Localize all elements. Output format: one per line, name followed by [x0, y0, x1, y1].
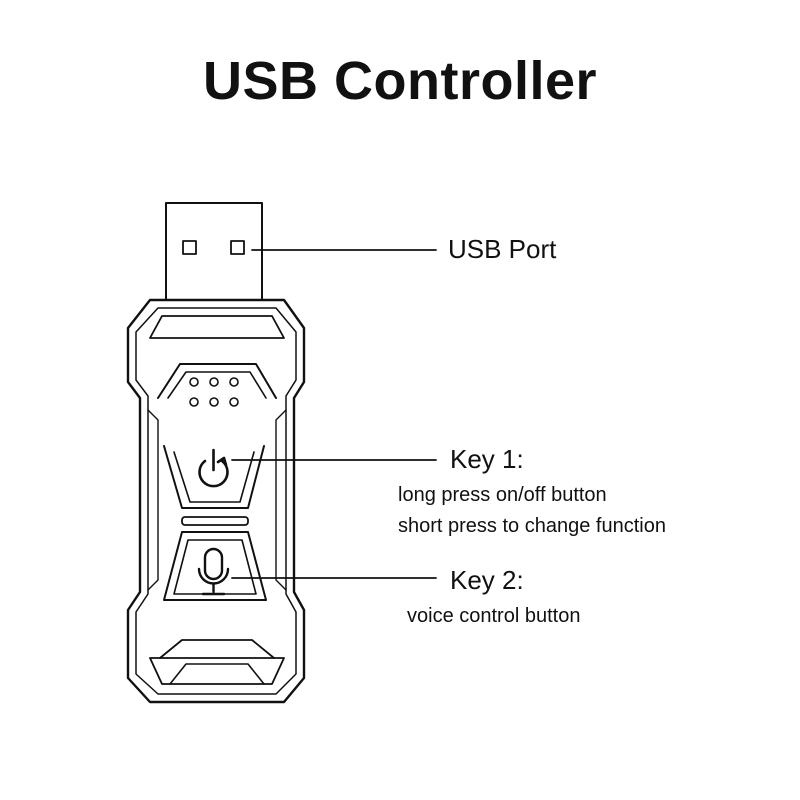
key2-button[interactable] [163, 531, 267, 601]
key1-description-line2: short press to change function [398, 515, 666, 537]
key-divider [181, 516, 249, 526]
page-title: USB Controller [202, 51, 598, 111]
microphone-icon [197, 547, 230, 596]
key1-button[interactable] [163, 445, 265, 509]
key2-description-line1: voice control button [407, 605, 581, 627]
key1-description-line1: long press on/off button [398, 484, 607, 506]
indicator-dots [189, 377, 239, 407]
usb-connector [165, 202, 263, 301]
power-cycle-icon [198, 448, 229, 488]
controller-body [126, 298, 306, 704]
key1-label: Key 1: [450, 444, 524, 474]
usb-port-label: USB Port [448, 234, 557, 264]
key2-label: Key 2: [450, 565, 524, 595]
indicator-panel [157, 363, 277, 399]
